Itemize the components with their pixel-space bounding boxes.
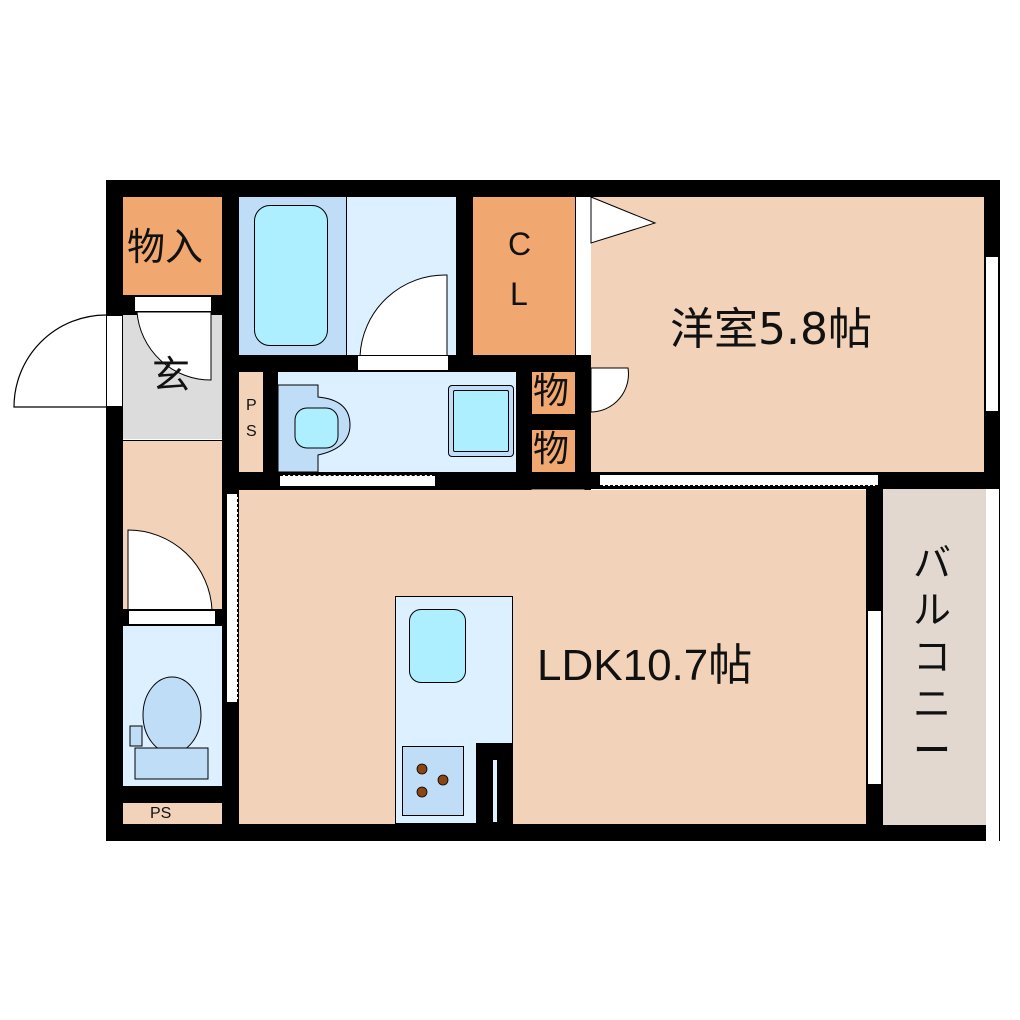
- entrance-door-sash: [106, 315, 123, 407]
- room-label-balcony: バ ル コ ニ ー: [910, 540, 954, 777]
- fridge-space-line: [493, 760, 497, 822]
- room-label-ps-lower: PS: [150, 805, 172, 822]
- balcony-char-3: コ: [912, 635, 951, 679]
- balcony-char-4: ニ: [912, 682, 951, 726]
- room-small-storage-2: [532, 430, 575, 472]
- outer-wall-bottom: [106, 824, 994, 841]
- balcony-char-5: ー: [912, 724, 951, 778]
- room-label-ps-upper-p: P: [246, 397, 257, 414]
- balcony-char-2: ル: [912, 588, 951, 632]
- western-sliding-door: [600, 474, 878, 486]
- room-small-storage-1: [532, 372, 575, 414]
- wall-bath-right: [456, 197, 473, 372]
- washing-machine-icon: [448, 385, 514, 457]
- wall-ps-lower-top: [123, 786, 222, 803]
- bathtub-icon: [254, 205, 328, 346]
- wall-hall-right: [222, 197, 239, 493]
- room-label-ps-upper-s: S: [246, 423, 257, 440]
- room-western: [591, 197, 984, 473]
- ldk-balcony-window: [867, 610, 882, 785]
- room-ldk: [239, 490, 866, 824]
- stove-icon: [402, 746, 464, 816]
- room-label-ldk: LDK10.7帖: [537, 641, 753, 690]
- wall-ps-right: [263, 372, 278, 490]
- balcony-rail: [986, 489, 1000, 841]
- outer-wall-top: [106, 180, 1000, 197]
- room-label-small-storage-2: 物: [533, 429, 570, 470]
- washroom-sliding-door: [280, 475, 435, 487]
- closet-door-opening: [575, 197, 591, 355]
- room-label-closet-c: C: [508, 226, 532, 262]
- room-label-closet-l: L: [510, 276, 528, 312]
- room-label-entrance: 玄: [152, 353, 191, 397]
- room-label-western: 洋室5.8帖: [670, 304, 872, 355]
- toilet-door-opening: [129, 610, 215, 625]
- room-ps-upper: [239, 372, 263, 474]
- room-storage-top: [123, 197, 222, 295]
- hall-ldk-sliding-door: [226, 494, 238, 702]
- room-label-small-storage-1: 物: [533, 371, 570, 412]
- washing-machine-drum: [453, 390, 509, 452]
- balcony-char-1: バ: [912, 541, 951, 585]
- western-room-window: [985, 256, 999, 412]
- bathroom-door-opening: [358, 356, 448, 371]
- room-closet: [473, 197, 575, 355]
- room-ps-lower: [123, 803, 222, 824]
- kitchen-sink-icon: [409, 609, 466, 683]
- room-label-storage-top: 物入: [127, 225, 204, 269]
- room-balcony: [883, 489, 986, 825]
